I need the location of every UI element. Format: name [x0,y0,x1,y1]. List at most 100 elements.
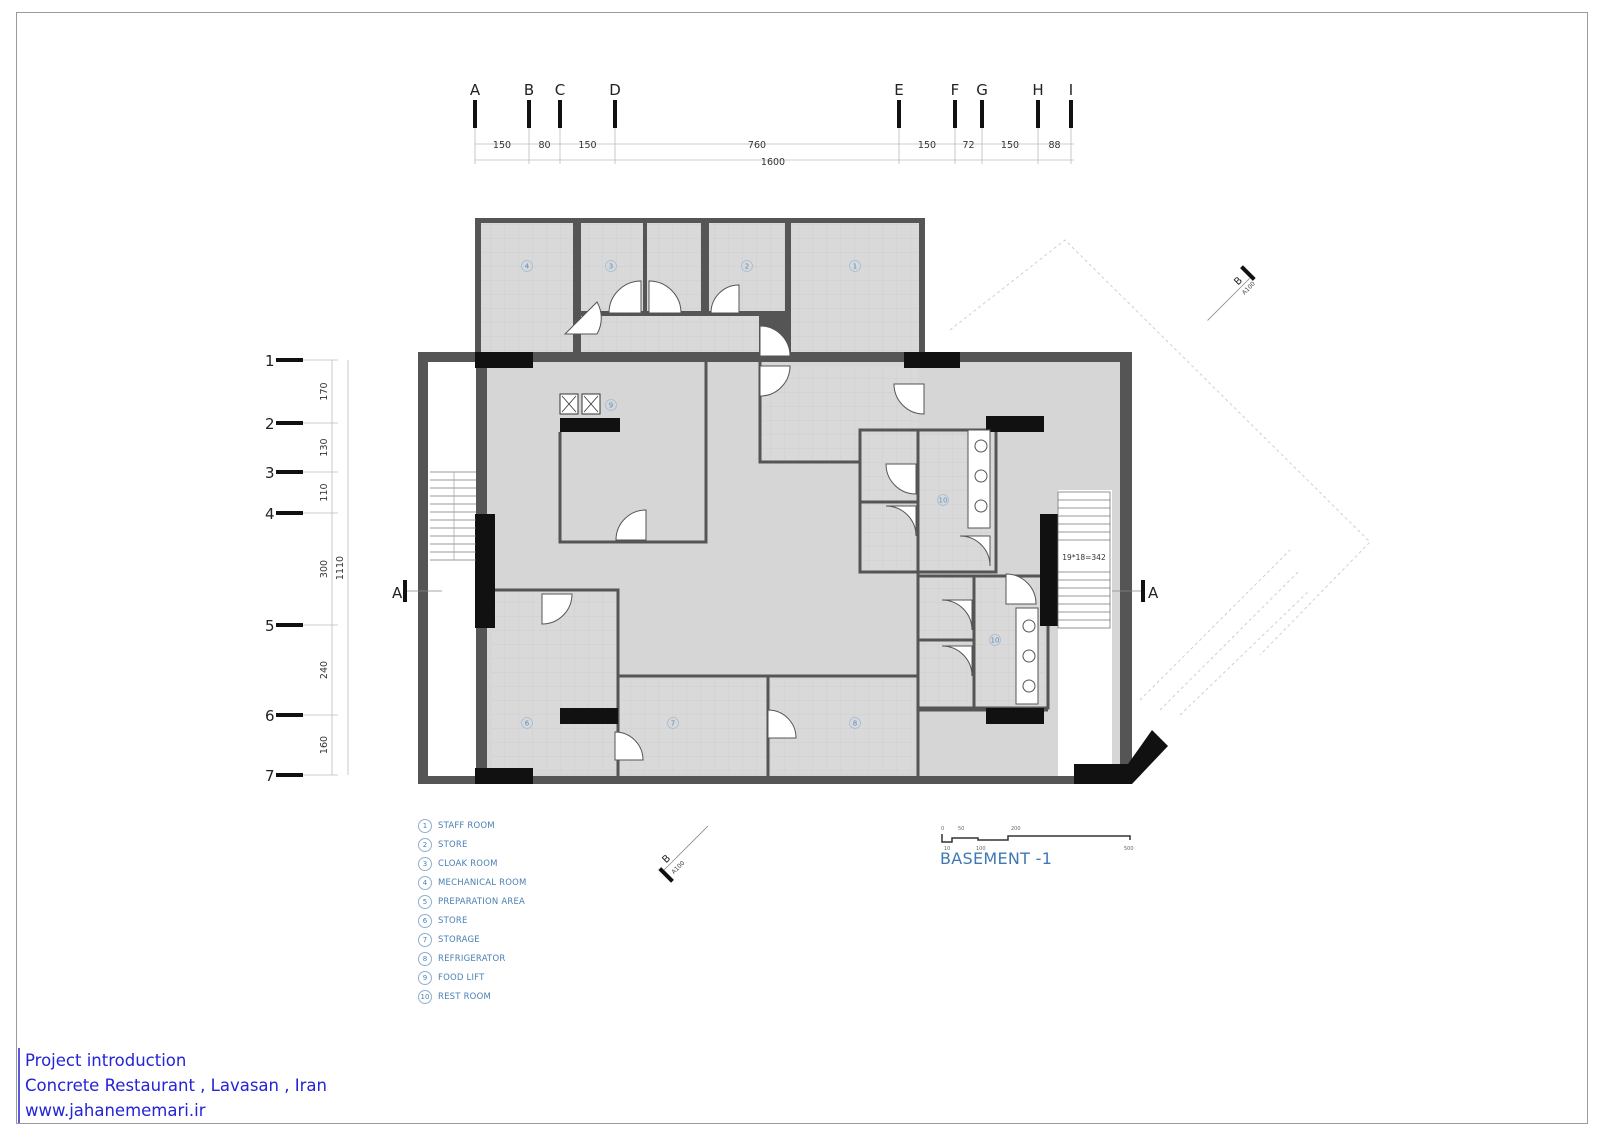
scale-tick-top-0: 0 [941,826,944,832]
row-grid-bar [276,421,303,425]
column-grid-label: C [555,81,565,99]
room-tag-number: 2 [745,263,749,271]
column-dimension: 150 [1001,140,1019,151]
legend-item: 1 STAFF ROOM [418,816,618,835]
room-tag-number: 9 [609,402,613,410]
main-building [418,352,1168,784]
footer-website: www.jahanememari.ir [25,1101,206,1120]
room-tag-circle [849,717,861,729]
column-grid-label: G [976,81,988,99]
row-grid-bar [276,623,303,627]
column-grid-label: F [951,81,960,99]
section-marker-b-bottom: B A100 [658,825,709,883]
room-tag-number: 4 [525,263,530,271]
room-tag-number: 7 [671,720,675,728]
room-tag-circle [521,260,533,272]
column-grid-bar [613,100,617,128]
column-grid-label: A [470,81,481,99]
row-grid-bar [276,358,303,362]
row-dimension: 130 [319,438,330,456]
legend-number: 9 [418,970,432,985]
section-label-b-bottom: B [660,853,673,866]
site-dashed-outline [949,239,1371,716]
drawing-frame [16,12,1588,1124]
room-tag-circle [605,399,617,411]
legend-item: 5 PREPARATION AREA [418,892,618,911]
column-grid-bar [1036,100,1040,128]
stair-label-bg [1060,551,1108,563]
legend-number: 3 [418,856,432,871]
column-dimension: 150 [493,140,511,151]
scale-tick-bottom-0: 10 [944,846,950,852]
row-dimension: 160 [319,736,330,754]
legend-item: 7 STORAGE [418,930,618,949]
legend-label: PREPARATION AREA [438,896,526,907]
stair-label: 19*18=342 [1062,553,1106,562]
row-grid-label: 2 [265,415,275,433]
legend-label: CLOAK ROOM [438,858,498,869]
room-tag-number: 3 [609,263,613,271]
food-lift [559,393,601,415]
row-dimension: 110 [319,483,330,501]
column-grid-bar [953,100,957,128]
scale-tick-bottom-2: 500 [1124,846,1134,852]
column-grid-bar [980,100,984,128]
column-grid [475,143,1074,161]
column-dimension: 760 [748,140,766,151]
column-dimension: 150 [918,140,936,151]
legend-label: STORAGE [438,934,480,945]
column-grid-bar [1069,100,1073,128]
row-dimension: 240 [319,661,330,679]
legend-label: STORE [438,839,468,850]
legend-number: 4 [418,875,432,890]
column-grid-bar [473,100,477,128]
room-tag-number: 10 [991,637,1000,645]
column-grid-label: E [894,81,903,99]
legend-label: FOOD LIFT [438,972,485,983]
column-dimension-total: 1600 [761,157,785,168]
doors [541,280,1037,761]
column-grid-label: B [524,81,534,99]
footer-project-name: Concrete Restaurant , Lavasan , Iran [25,1076,327,1095]
room-tag-circle [937,494,949,506]
row-grid-bar [276,713,303,717]
legend-number: 10 [418,989,432,1004]
legend-number: 1 [418,818,432,833]
column-dimension: 150 [578,140,596,151]
row-dimension-total: 1110 [335,556,346,580]
section-marker-a-right: A [1112,580,1159,602]
room-tag-circle [989,634,1001,646]
section-label-a-right: A [1148,584,1159,602]
section-label-a-left: A [392,584,403,602]
footer-project-intro: Project introduction [25,1051,187,1070]
column-grid-bar [527,100,531,128]
legend-label: STORE [438,915,468,926]
row-dimension: 300 [319,560,330,578]
scale-tick-top-2: 200 [1011,826,1021,832]
room-tag-number: 10 [939,497,948,505]
row-dimension: 170 [319,382,330,400]
legend-number: 5 [418,894,432,909]
column-grid-label: D [609,81,621,99]
legend-item: 9 FOOD LIFT [418,968,618,987]
legend-label: REST ROOM [438,991,491,1002]
legend-item: 3 CLOAK ROOM [418,854,618,873]
legend-number: 7 [418,932,432,947]
column-grid-label: H [1032,81,1043,99]
column-dimension: 80 [538,140,550,151]
legend-label: REFRIGERATOR [438,953,506,964]
section-marker-b-top: B A100 [1207,265,1257,321]
legend-item: 10 REST ROOM [418,987,618,1006]
column-grid-label: I [1069,81,1073,99]
legend-label: STAFF ROOM [438,820,495,831]
row-grid-label: 5 [265,617,275,635]
stair-left [430,471,476,561]
